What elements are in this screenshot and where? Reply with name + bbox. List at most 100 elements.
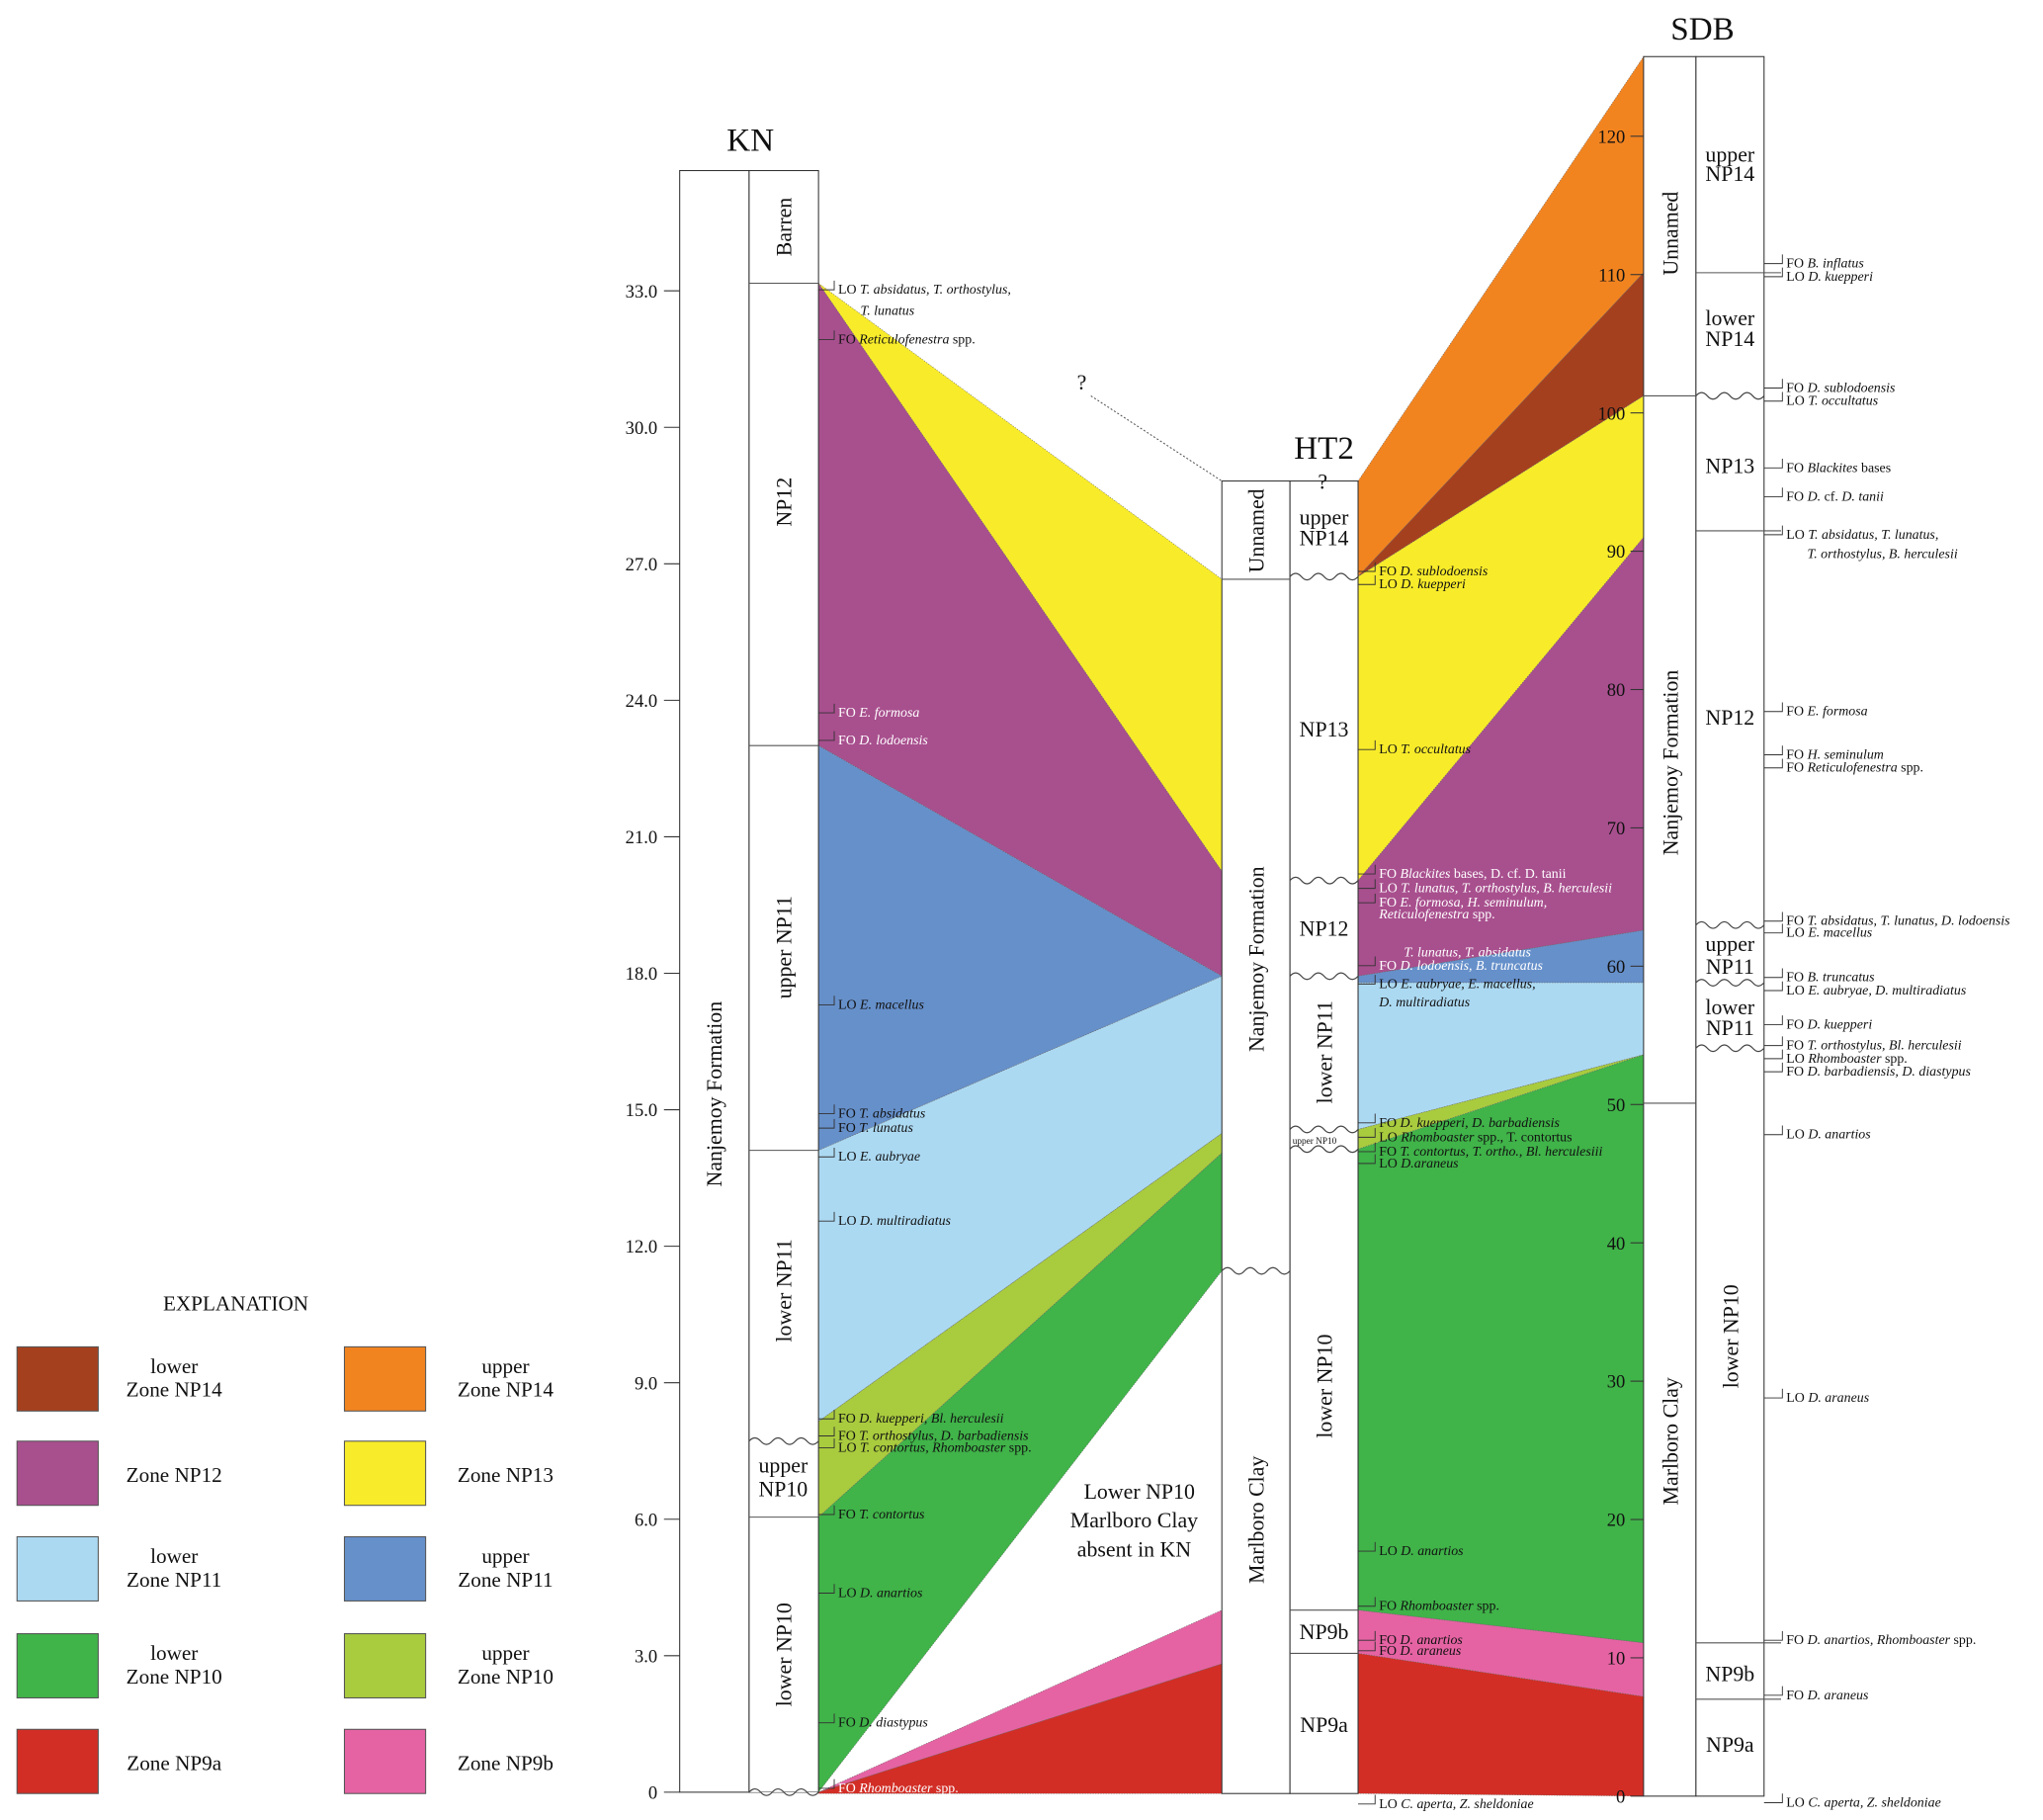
kn-tick-label: 27.0 [626,555,657,575]
event-type: FO [838,332,859,347]
event-type: LO [1786,270,1808,285]
ht2-zone-np9a: NP9a [1300,1713,1348,1737]
event-type: LO [1786,1795,1808,1810]
event-tick [1763,1049,1783,1060]
event-tick [818,1118,835,1129]
legend-swatch [16,1633,99,1699]
event-taxa: T. lunatus, T. orthostylus, B. herculesi… [1401,882,1612,897]
event-tick [1763,1015,1783,1025]
kn-formation-column [679,170,750,1793]
kn-tick-label: 9.0 [635,1373,657,1394]
event-taxa: D. diastypus [858,1716,928,1731]
event-tick [1358,739,1376,750]
sdb-event-label: LO T. occultatus [1786,394,1878,409]
event-type: FO [1379,564,1400,579]
sdb-event-label: LO E. macellus [1786,926,1872,941]
legend-swatch [343,1440,427,1507]
legend-label-line1: lower [150,1354,198,1378]
event-tick [1358,574,1376,585]
sdb-event-label: FO B. inflatus [1786,257,1863,272]
sdb-tick-label: 110 [1598,265,1625,286]
event-tick [1358,1641,1376,1652]
sdb-zone-lower-np14-b: NP14 [1705,327,1754,351]
event-tick [1358,1794,1376,1805]
ht2-event-label: T. lunatus, T. absidatus [1404,946,1531,961]
unconformity-line [1289,1145,1359,1154]
event-type: FO [838,734,859,748]
legend-label-line2: Zone NP14 [127,1378,223,1402]
sdb-event-label: FO D. anartios, Rhomboaster spp. [1786,1633,1976,1648]
event-taxa: B. truncatus [1808,971,1875,986]
ht2-event-label: LO D.araneus [1379,1157,1458,1171]
event-type: FO [1379,1600,1400,1614]
event-type: FO [1786,705,1807,720]
event-taxa: T. orthostylus, B. herculesii [1808,548,1958,563]
legend-swatch [343,1633,427,1699]
kn-tick-label: 15.0 [626,1100,657,1121]
sdb-zone-column [1695,55,1765,1797]
legend-label: Zone NP12 [127,1463,222,1487]
unconformity-line [1695,920,1765,929]
event-taxa: Rhomboaster [858,1781,933,1796]
event-tick [818,1104,835,1115]
legend-label-line2: Zone NP11 [458,1568,553,1592]
event-tick [1358,1630,1376,1641]
event-type: FO [1379,1116,1400,1131]
kn-tick-label: 21.0 [626,827,657,848]
event-taxa: D. kuepperi [1807,270,1873,285]
event-taxa: D. multiradiatus [859,1214,951,1229]
event-type: LO [1786,1128,1808,1143]
event-tick [1763,1388,1783,1399]
event-taxa: T. absidatus, T. orthostylus, [860,283,1011,298]
event-suffix: spp. [1474,1600,1499,1614]
event-taxa: T. orthostylus, Bl. herculesii [1808,1039,1962,1054]
event-type: FO [1786,761,1807,776]
event-type: FO [1379,896,1400,910]
ht2-event-label: Reticulofenestra spp. [1378,908,1494,922]
event-taxa: D. araneus [1807,1689,1869,1703]
sdb-event-label: FO D. kuepperi [1786,1017,1872,1032]
kn-zone-upper-np10-b: NP10 [758,1477,808,1501]
kn-tick-label: 24.0 [626,691,657,712]
ht2-query: ? [1318,471,1327,494]
event-taxa: B. inflatus [1808,257,1864,272]
event-tick [1358,1154,1376,1165]
event-tick [1763,981,1783,992]
event-tick [818,1147,835,1158]
kn-event-label: LO E. macellus [838,998,924,1013]
ht2-event-label: LO T. lunatus, T. orthostylus, B. hercul… [1379,882,1612,897]
sdb-event-label: LO T. absidatus, T. lunatus, [1786,528,1938,543]
sdb-zone-lower-np11: lower [1705,996,1754,1019]
ht2-event-label: D. multiradiatus [1378,996,1470,1010]
event-suffix: spp. [1898,761,1923,776]
sdb-zone-np9a: NP9a [1706,1733,1754,1757]
event-taxa: Reticulofenestra [1378,908,1469,922]
kn-zone-np12: NP12 [772,477,796,527]
event-tick [1358,1128,1376,1138]
event-tick [1763,267,1783,278]
sdb-tick-label: 40 [1607,1234,1626,1255]
event-taxa: Blackites [1400,867,1450,882]
event-suffix: bases, D. cf. D. tanii [1450,867,1566,882]
event-type: FO [838,1508,859,1522]
sdb-zone-upper-np11-b: NP11 [1706,955,1754,979]
event-tick [1763,1686,1783,1696]
event-taxa: H. seminulum [1807,747,1884,762]
legend-swatch [343,1728,427,1794]
event-taxa: E. formosa [858,706,919,721]
event-taxa: E. aubryae, D. multiradiatus [1807,984,1966,998]
event-type: FO [1786,1039,1807,1054]
event-taxa: E. formosa [1807,705,1868,720]
event-type: LO [838,998,860,1013]
event-tick [818,1211,835,1222]
event-taxa: T. occultatus [1808,394,1878,409]
kn-event-label: LO D. multiradiatus [838,1214,951,1229]
event-taxa: T. contortus [859,1508,924,1522]
sdb-event-label: FO T. absidatus, T. lunatus, D. lodoensi… [1786,914,2009,929]
event-type: LO [1379,882,1401,897]
correlation-query: ? [1077,371,1087,394]
event-tick [818,1438,835,1448]
unconformity-line [1289,972,1359,981]
kn-event-label: LO D. anartios [838,1586,922,1601]
kn-zone-lower-np10: lower NP10 [772,1603,796,1706]
